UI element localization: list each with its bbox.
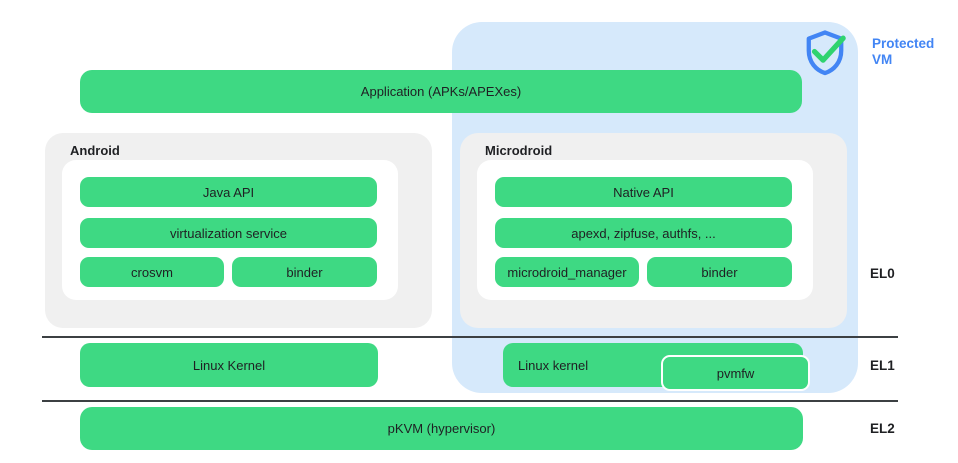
- android-inner-panel: Java API virtualization service crosvm b…: [62, 160, 398, 300]
- android-title: Android: [70, 143, 120, 158]
- android-box: Android Java API virtualization service …: [45, 133, 432, 328]
- native-api-bar: Native API: [495, 177, 792, 207]
- shield-check-icon: [806, 30, 846, 76]
- el1-el2-divider: [42, 400, 898, 402]
- java-api-bar: Java API: [80, 177, 377, 207]
- el2-label: EL2: [870, 421, 895, 436]
- microdroid-manager-bar: microdroid_manager: [495, 257, 639, 287]
- el0-el1-divider: [42, 336, 898, 338]
- crosvm-bar: crosvm: [80, 257, 224, 287]
- pvmfw-bar: pvmfw: [661, 355, 810, 391]
- el1-label: EL1: [870, 358, 895, 373]
- android-binder-bar: binder: [232, 257, 377, 287]
- pkvm-hypervisor-bar: pKVM (hypervisor): [80, 407, 803, 450]
- protected-vm-label: Protected VM: [872, 36, 935, 68]
- microdroid-inner-panel: Native API apexd, zipfuse, authfs, ... m…: [477, 160, 813, 300]
- microdroid-title: Microdroid: [485, 143, 553, 158]
- microdroid-binder-bar: binder: [647, 257, 792, 287]
- virtualization-service-bar: virtualization service: [80, 218, 377, 248]
- apexd-zipfuse-authfs-bar: apexd, zipfuse, authfs, ...: [495, 218, 792, 248]
- el0-label: EL0: [870, 266, 895, 281]
- microdroid-box: Microdroid Native API apexd, zipfuse, au…: [460, 133, 847, 328]
- host-linux-kernel-bar: Linux Kernel: [80, 343, 378, 387]
- application-bar: Application (APKs/APEXes): [80, 70, 802, 113]
